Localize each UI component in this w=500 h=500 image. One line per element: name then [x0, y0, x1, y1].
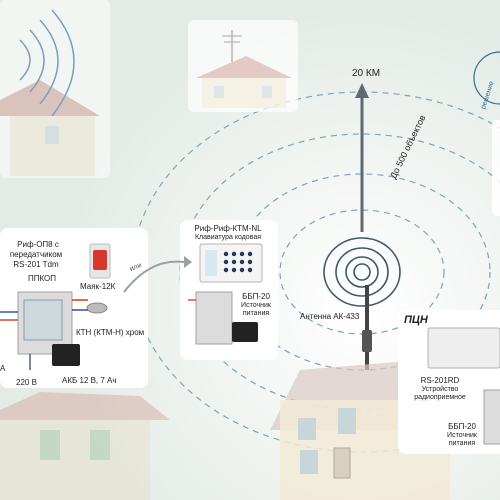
psu-mid-title: ББП-20: [242, 292, 270, 301]
psu-right-line3: питания: [448, 440, 476, 447]
receiver-line3: радиоприемное: [414, 394, 466, 401]
house-top-left: [0, 0, 110, 178]
left-device-line3: RS-201 Tdm: [13, 260, 59, 269]
house-top-middle: [188, 20, 298, 112]
distance-label: 20 КМ: [352, 68, 381, 79]
antenna: [362, 285, 372, 370]
left-device-line2: передатчиком: [9, 250, 63, 259]
antenna-label: Антенна АК-433: [300, 312, 360, 321]
pcn-title: ПЦН: [404, 314, 428, 326]
keypad-subtitle: Клавиатура кодовая: [194, 234, 262, 241]
kth-label: КТН (КТМ-Н) хром: [76, 328, 145, 337]
psu-mid-line2: Источник: [241, 302, 271, 309]
or-arrow: [123, 260, 185, 293]
psu-right-title: ББП-20: [448, 422, 476, 431]
radio-waves: [323, 237, 401, 307]
house-bottom-left: [0, 392, 170, 500]
middle-panel: [180, 220, 278, 360]
psu-mid-line3: питания: [242, 310, 270, 317]
right-edge-panel: [473, 51, 500, 216]
pcn-panel: [398, 310, 500, 454]
voltage-label: 220 В: [16, 378, 37, 387]
akb-label: АКБ 12 В, 7 Ач: [62, 376, 117, 385]
psu-right-line2: Источник: [447, 432, 477, 439]
left-device-line4: ППКОП: [27, 274, 57, 283]
siren-label: Маяк-12К: [80, 282, 116, 291]
left-panel: [0, 228, 148, 388]
range-arrow: [355, 83, 369, 232]
receiver-title: RS-201RD: [420, 376, 460, 385]
receiver-line2: Устройство: [421, 386, 459, 393]
keypad-title: Риф-Риф-КТМ-NL: [194, 224, 262, 233]
left-device-line1: Риф-ОП8 с: [17, 240, 59, 249]
left-edge-letter: A: [0, 364, 6, 373]
